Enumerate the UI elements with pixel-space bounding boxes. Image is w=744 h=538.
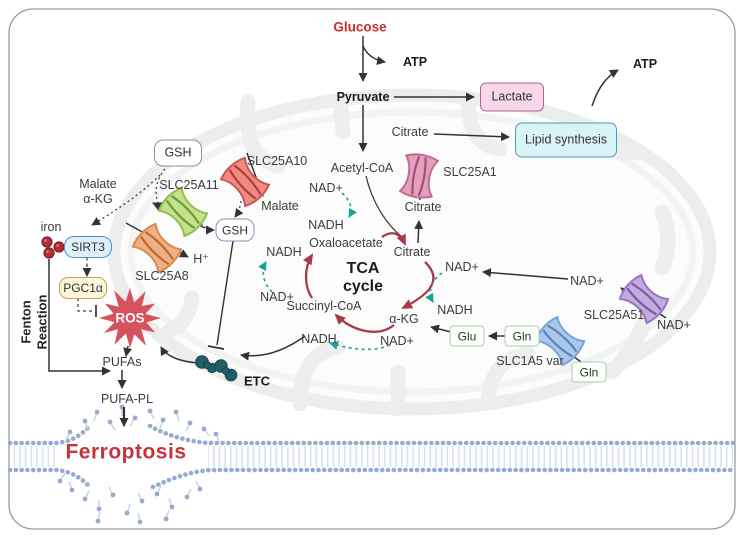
pufa-pl-label: PUFA-PL [100,391,154,406]
gsh-box-1: GSH [154,139,202,167]
dotted-gsh-slc25a11 [155,164,169,210]
arrow-oxphos-atp [591,69,619,107]
nadh-label-2: NADH [437,302,473,317]
nad-label-4: NAD+ [260,289,294,304]
malate-matrix-label: Malate [261,198,299,213]
tbar-gsh-etc [207,345,225,350]
cristae [162,90,676,417]
lactate-box: Lactate [480,82,544,112]
dotted-slc25a10-gsh [234,200,244,218]
slc25a10-label: SLC25A10 [246,153,308,168]
ros-label: ROS [115,310,145,326]
arrow-ros-pufas [123,345,132,357]
line-acetylcoa-tca [365,175,403,238]
slc25a8-label: SLC25A8 [135,268,189,283]
citrate-cytosol-label: Citrate [391,124,429,139]
tca-arrow-citrate-akg [401,261,435,310]
tca-arrow-oxa-citrate [381,232,407,246]
glu-box: Glu [449,325,485,347]
pgc1a-box: PGC1α [59,277,107,299]
ferroptosis-label: Ferroptosis [65,440,187,464]
h-plus-label: H⁺ [193,251,209,266]
tca-title-line1: TCA [346,260,380,277]
arrow-etc-ros [160,346,200,364]
nad-matrix-label: NAD+ [570,273,604,288]
nad-label-2: NAD+ [445,259,479,274]
fenton-line1: Fenton [18,300,34,344]
ros-star-icon [99,288,161,348]
nadh-arrow-3 [329,341,391,351]
nad-label-3: NAD+ [380,333,414,348]
pufas-label: PUFAs [102,354,142,369]
tca-title-line2: cycle [342,278,384,295]
nad-label-1: NAD+ [309,180,343,195]
nadh-arrows [258,192,443,351]
slc25a11-label: SLC25A11 [159,177,219,192]
iron-dots-icon [41,236,65,259]
iron-label: iron [40,219,62,234]
tca-cycle-arrows [303,232,435,333]
gsh-box-2: GSH [215,218,255,242]
pyruvate-label: Pyruvate [336,89,390,104]
nadh-label-1: NADH [308,217,344,232]
line-gsh-etc [216,240,234,346]
arrow-citrate-lipid [433,132,510,142]
arrow-nadh-etc [240,335,306,361]
nadh-arrow-4 [258,261,273,293]
atp-oxphos-label: ATP [632,56,658,71]
membrane-rupture-lipids [57,404,220,525]
citrate-ims-label: Citrate [404,199,442,214]
etc-complex-icon [195,355,238,382]
nadh-arrow-1 [341,192,357,218]
gln-box-1: Gln [504,325,540,347]
succinyl-coa-label: Succinyl-CoA [286,298,362,313]
slc25a1-label: SLC25A1 [443,164,497,179]
dotted-arrows [77,164,244,312]
arrow-glycolysis-atp [362,45,386,65]
slc1a5-label: SLC1A5 var [496,353,564,368]
nadh-label-3: NADH [301,331,337,346]
tca-arrow-akg-succinyl [334,313,395,333]
arrow-glu-akg [430,324,452,334]
fenton-reaction-label: Fenton Reaction [18,295,49,350]
slc25a51-label: SLC25A51 [583,307,645,322]
inhibition-bars [95,240,234,350]
atp-glycolysis-label: ATP [402,54,428,69]
malate-cytosol-label: Malate [79,176,117,191]
arrow-nad-matrix [482,268,569,280]
akg-cytosol-label: α-KG [83,191,113,206]
arrow-citrate-export1 [414,220,424,244]
fenton-line2: Reaction [34,294,49,350]
glucose-label: Glucose [333,19,387,35]
akg-tca-label: α-KG [389,311,419,326]
etc-label: ETC [244,373,270,389]
nadh-label-4: NADH [266,244,302,259]
acetyl-coa-label: Acetyl-CoA [330,160,394,175]
citrate-tca-label: Citrate [393,244,431,259]
nad-outside-label: NAD+ [657,317,691,332]
sirt3-box: SIRT3 [64,236,112,258]
tca-arrow-succinyl-oxa [303,253,314,299]
dashed-pgc1a-ros [77,298,93,312]
arrow-iron-pufas [48,259,111,376]
dotted-malate-sirt3 [91,174,161,226]
oxaloacetate-label: Oxaloacetate [309,235,383,250]
lipid-synthesis-box: Lipid synthesis [515,122,617,158]
plasma-membrane [7,404,737,525]
gln-box-2: Gln [571,361,607,383]
